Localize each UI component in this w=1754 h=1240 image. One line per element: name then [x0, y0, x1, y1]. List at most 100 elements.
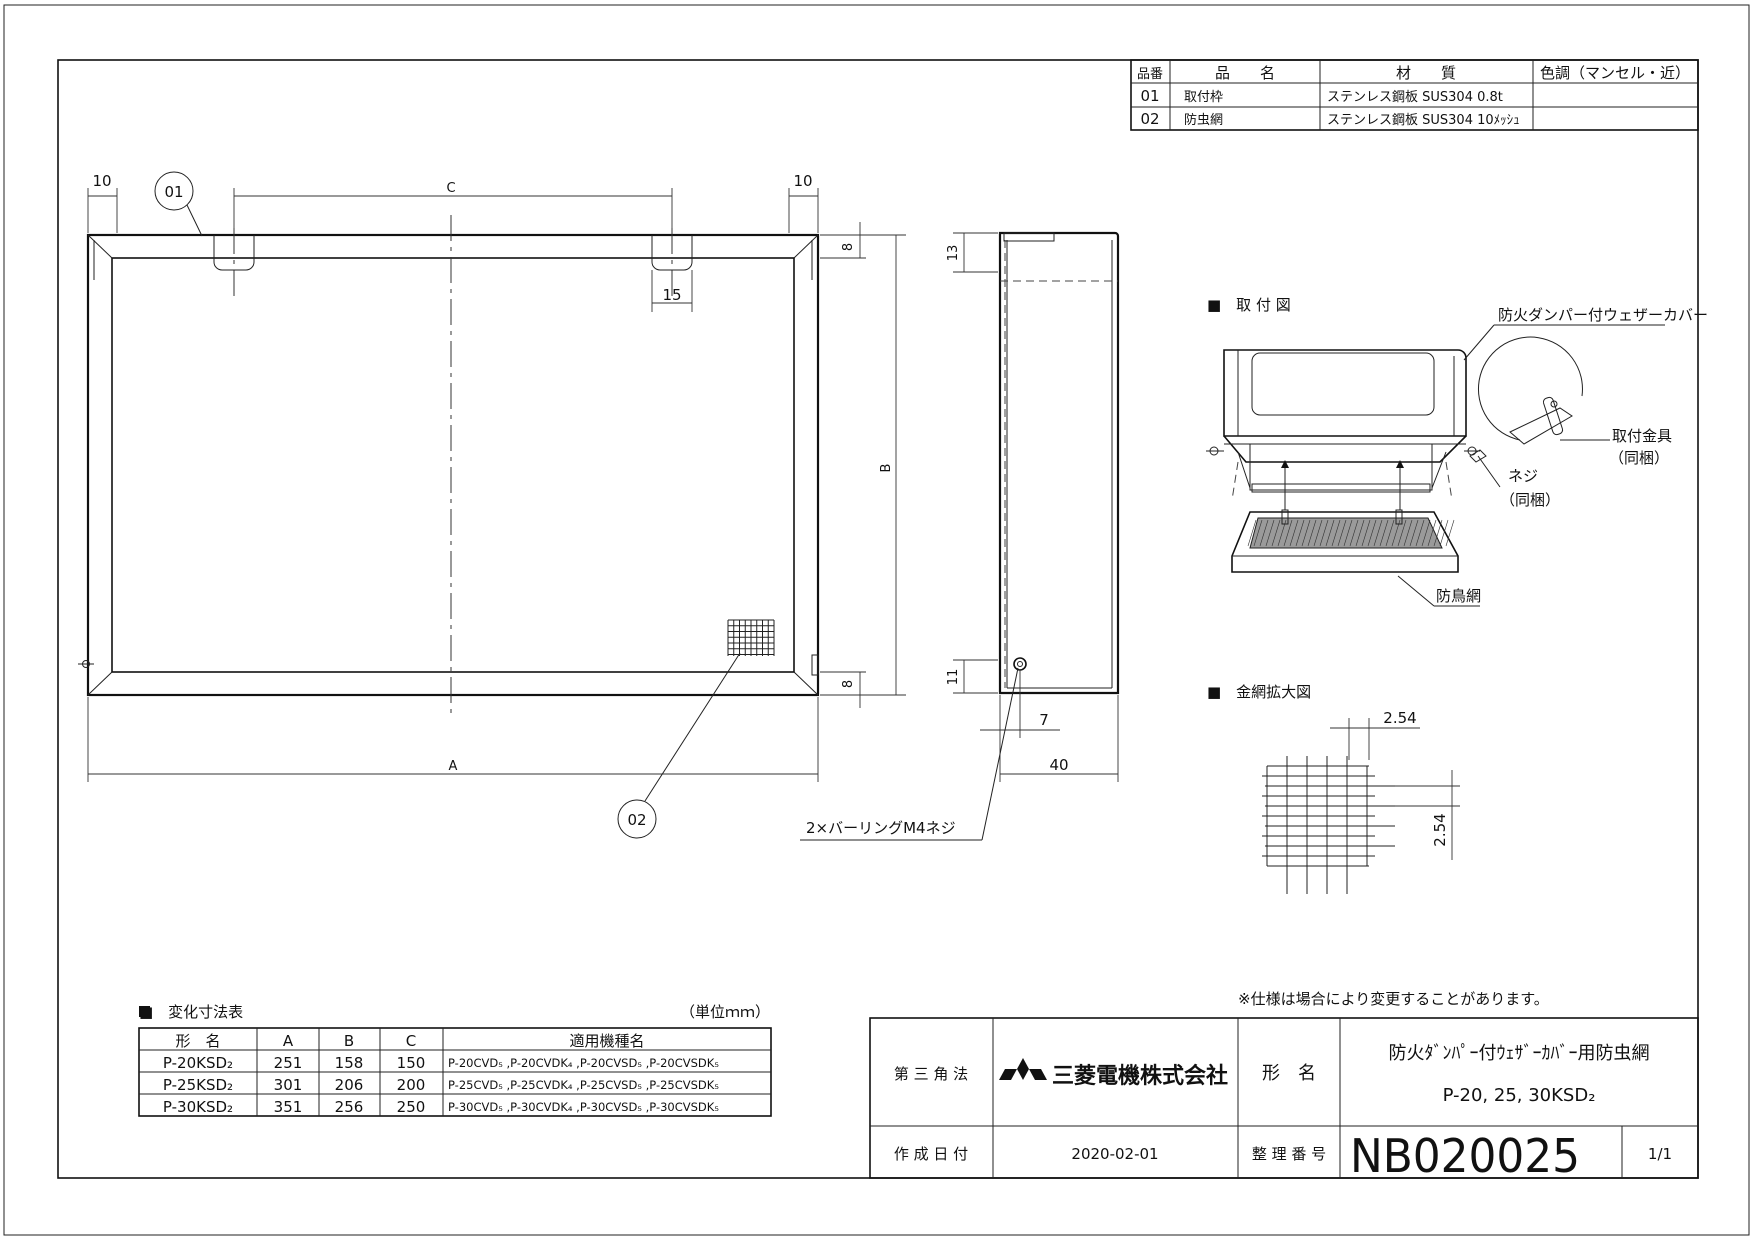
weather-cover [1223, 349, 1467, 437]
dim-c: C [446, 181, 455, 196]
hatch-line [1379, 519, 1389, 547]
parts-header-name: 品 名 [1215, 64, 1275, 82]
frame-opening [111, 257, 795, 673]
hatch-line [1349, 519, 1359, 547]
hatch-line [1283, 519, 1293, 547]
hatch-line [1295, 519, 1305, 547]
dim-bottom-8: 8 [841, 680, 856, 688]
size-table-title: ■ 変化寸法表 [139, 1003, 243, 1021]
dim-b: B [879, 464, 894, 473]
hatch-line [1415, 519, 1425, 547]
company-name: 三菱電機株式会社 [1052, 1063, 1228, 1089]
dim-top-8: 8 [841, 243, 856, 251]
hatch-line [1439, 519, 1449, 547]
hatch-line [1433, 519, 1443, 547]
side-view: 13 11 7 40 2×バーリングM4ネジ [800, 231, 1120, 841]
hatch-line [1289, 519, 1299, 547]
size-cell-a: 251 [274, 1054, 303, 1072]
size-header: 適用機種名 [569, 1032, 644, 1050]
size-header: C [406, 1032, 416, 1050]
size-cell-apply: P-30CVD₅ ,P-30CVDK₄ ,P-30CVSD₅ ,P-30CVSD… [448, 1100, 719, 1114]
install-title: ■ 取 付 図 [1207, 296, 1291, 314]
hatch-line [1337, 519, 1347, 547]
spec-note: ※仕様は場合により変更することがあります。 [1238, 990, 1549, 1008]
parts-row-name: 防虫網 [1184, 112, 1223, 128]
mesh-pitch-v: 2.54 [1431, 813, 1449, 846]
size-header: 形 名 [175, 1032, 220, 1050]
label-bracket-sub: （同梱） [1609, 449, 1669, 467]
dim-side-11: 11 [946, 669, 961, 686]
hatch-line [1265, 519, 1275, 547]
size-cell-b: 206 [335, 1076, 364, 1094]
sheet-outer-border [3, 4, 1750, 1236]
parts-row-no: 01 [1140, 87, 1159, 105]
hatch-line [1325, 519, 1335, 547]
size-cell-model: P-25KSD₂ [163, 1076, 233, 1094]
dim-left-10: 10 [92, 172, 111, 190]
number-label: 整 理 番 号 [1252, 1145, 1326, 1163]
mitsubishi-logo-icon [999, 1058, 1047, 1080]
callout-circle [154, 171, 194, 211]
screw-note: 2×バーリングM4ネジ [806, 819, 956, 837]
mesh-grid [1262, 756, 1395, 894]
callout-01: 01 [164, 183, 183, 201]
parts-row-material: ステンレス鋼板 SUS304 0.8t [1327, 90, 1503, 105]
hatch-line [1343, 519, 1353, 547]
mesh-sample [727, 619, 775, 656]
hatch-line [1355, 519, 1365, 547]
hatch-line [1361, 519, 1371, 547]
hatch-line [1445, 519, 1455, 547]
parts-header-material: 材 質 [1396, 64, 1456, 82]
hatch-line [1373, 519, 1383, 547]
size-header: A [283, 1032, 294, 1050]
install-view: ■ 取 付 図 [1206, 296, 1708, 607]
projection-label: 第 三 角 法 [894, 1065, 968, 1083]
size-cell-c: 150 [397, 1054, 426, 1072]
size-table-unit: （単位ｍｍ） [680, 1003, 770, 1021]
mesh-pitch-h: 2.54 [1383, 709, 1416, 727]
hatch-line [1247, 519, 1257, 547]
hatch-line [1409, 519, 1419, 547]
hatch-line [1421, 519, 1431, 547]
product-model: P-20, 25, 30KSD₂ [1443, 1085, 1596, 1106]
screen-crosshatch [1247, 519, 1455, 547]
sheet-inner-border [57, 59, 1699, 1179]
size-table: ■ 変化寸法表 （単位ｍｍ） 形 名 A B C 適用機種名 P-20KSD₂ … [138, 1003, 772, 1117]
hatch-line [1385, 519, 1395, 547]
dim-side-13: 13 [946, 245, 961, 262]
size-cell-c: 250 [397, 1098, 426, 1116]
side-profile [998, 231, 1120, 695]
callout-circle [617, 799, 657, 839]
size-cell-apply: P-25CVD₅ ,P-25CVDK₄ ,P-25CVSD₅ ,P-25CVSD… [448, 1078, 719, 1092]
size-cell-model: P-20KSD₂ [163, 1054, 233, 1072]
parts-header-color: 色調（マンセル・近） [1540, 64, 1690, 82]
hatch-line [1331, 519, 1341, 547]
hatch-line [1403, 519, 1413, 547]
size-cell-apply: P-20CVD₅ ,P-20CVDK₄ ,P-20CVSD₅ ,P-20CVSD… [448, 1056, 719, 1070]
hatch-line [1397, 519, 1407, 547]
dim-side-7: 7 [1039, 711, 1049, 729]
hatch-line [1319, 519, 1329, 547]
dim-right-10: 10 [793, 172, 812, 190]
mesh-enlarged-view: ■ 金網拡大図 2.54 2.54 [1207, 683, 1460, 894]
parts-header-no: 品番 [1137, 67, 1163, 82]
size-cell-b: 256 [335, 1098, 364, 1116]
size-cell-model: P-30KSD₂ [163, 1098, 233, 1116]
parts-row-no: 02 [1140, 110, 1159, 128]
label-cover: 防火ダンパー付ウェザーカバー [1498, 306, 1708, 324]
size-cell-c: 200 [397, 1076, 426, 1094]
size-cell-b: 158 [335, 1054, 364, 1072]
hatch-line [1271, 519, 1281, 547]
hatch-line [1253, 519, 1263, 547]
size-header: B [344, 1032, 354, 1050]
hatch-line [1313, 519, 1323, 547]
burring-hole [1013, 657, 1027, 671]
parts-row-name: 取付枠 [1184, 90, 1223, 105]
detail-circle [1477, 336, 1583, 441]
callout-02: 02 [627, 811, 646, 829]
label-screw-sub: （同梱） [1500, 491, 1560, 509]
drawing-number: NB020025 [1350, 1129, 1580, 1183]
parts-row-material: ステンレス鋼板 SUS304 10ﾒｯｼｭ [1327, 113, 1520, 128]
title-block: ※仕様は場合により変更することがあります。 第 三 角 法 三菱電機株式会社 形… [869, 990, 1699, 1183]
